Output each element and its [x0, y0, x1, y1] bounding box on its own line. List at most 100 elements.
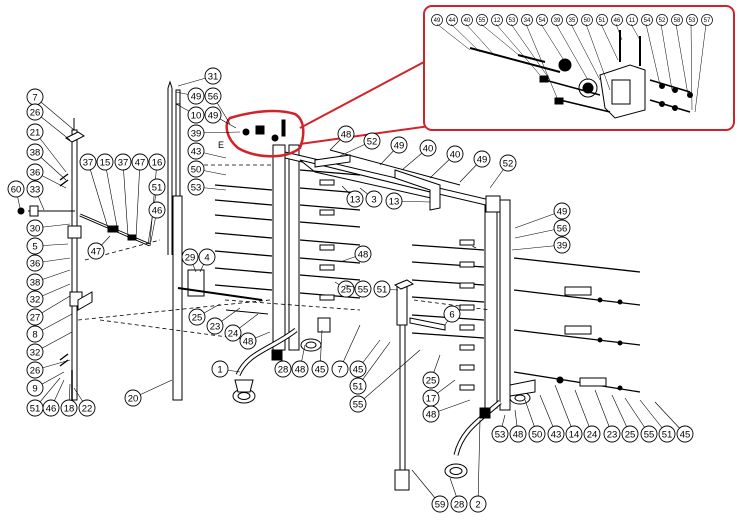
callout-circle: [187, 124, 205, 142]
callout-circle: [354, 245, 372, 263]
callout-circle: [96, 153, 114, 171]
callout-c-43a: 43: [187, 142, 227, 160]
callout-circle: [211, 360, 229, 378]
callout-circle: [148, 201, 166, 219]
callout-circle: [78, 399, 96, 417]
callout-c-39b: 39: [511, 236, 571, 254]
callout-c-48b: 48: [291, 344, 309, 378]
callout-number: 55: [358, 284, 369, 295]
callout-circle: [26, 343, 44, 361]
callout-number: 32: [30, 294, 41, 305]
callout-c-47a: 47: [131, 153, 149, 239]
inset-callout-circle: [461, 14, 473, 26]
highlight-leader-bottom: [299, 125, 431, 145]
callout-circle: [450, 495, 468, 513]
callout-number: 22: [82, 403, 93, 414]
callout-number: 47: [135, 157, 146, 168]
callout-circle: [311, 360, 329, 378]
inset-callout-number: 46: [614, 18, 621, 24]
callout-c-51e: 51: [639, 399, 676, 443]
callout-c-49d: 49: [459, 150, 491, 183]
callout-circle: [390, 136, 408, 154]
inset-callout-number: 34: [524, 18, 531, 24]
callout-c-38a: 38: [26, 143, 67, 181]
callout-c-17: 17: [422, 379, 456, 407]
callout-number: 4: [204, 252, 209, 263]
callout-number: 28: [278, 364, 289, 375]
leader-line: [87, 161, 109, 229]
callout-circle: [422, 405, 440, 423]
callout-c-36a: 36: [26, 163, 67, 189]
callout-c-37a: 37: [79, 153, 109, 229]
callout-circle: [224, 324, 242, 342]
inset-callout-number: 40: [464, 18, 471, 24]
callout-number: 55: [353, 399, 364, 410]
callout-c-8: 8: [26, 313, 73, 343]
callout-number: 59: [435, 499, 446, 510]
callout-circle: [422, 371, 440, 389]
callout-c-45c: 45: [654, 401, 694, 443]
callout-circle: [26, 379, 44, 397]
callout-c-6: 6: [443, 305, 461, 326]
callout-number: 29: [185, 252, 196, 263]
callout-circle: [26, 219, 44, 237]
callout-c-53b: 53: [491, 414, 509, 443]
callout-circle: [114, 153, 132, 171]
callout-circle: [640, 425, 658, 443]
callout-number: 43: [551, 429, 562, 440]
callout-c-22: 22: [73, 387, 96, 417]
callout-c-23a: 23: [206, 307, 241, 335]
callout-c-56b: 56: [514, 219, 571, 239]
callout-c-55a: 55: [344, 280, 372, 298]
callout-circle: [331, 360, 349, 378]
callout-c-49a: 49: [175, 87, 205, 105]
letter-e-label: E: [218, 140, 224, 150]
callout-number: 37: [118, 157, 129, 168]
highlight-leader-left: [299, 61, 425, 129]
callout-c-16: 16: [148, 153, 166, 243]
callout-c-13a: 13: [341, 185, 364, 208]
callout-number: 36: [30, 258, 41, 269]
callout-c-39a: 39: [187, 124, 241, 142]
callout-number: 3: [371, 194, 376, 205]
callout-c-29: 29: [181, 248, 199, 273]
callout-c-49b: 49: [204, 106, 237, 129]
frame-structure: [17, 80, 641, 491]
callout-c-18: 18: [60, 383, 78, 417]
callout-circle: [385, 192, 403, 210]
callout-circle: [365, 190, 383, 208]
inset-callout-circle: [656, 14, 668, 26]
callout-number: 55: [644, 429, 655, 440]
callout-number: 17: [426, 393, 437, 404]
callout-circle: [239, 332, 257, 350]
callout-circle: [7, 180, 25, 198]
callout-circle: [446, 145, 464, 163]
callout-circle: [291, 360, 309, 378]
callout-circle: [431, 495, 449, 513]
inset-callout-circle: [611, 14, 623, 26]
callout-circle: [363, 132, 381, 150]
callout-circle: [26, 273, 44, 291]
callout-number: 16: [152, 157, 163, 168]
callout-c-46b: 46: [148, 201, 166, 247]
callout-circle: [349, 377, 367, 395]
callout-circle: [187, 160, 205, 178]
callout-number: 25: [625, 429, 636, 440]
callout-c-20: 20: [124, 379, 173, 407]
callout-number: 38: [30, 277, 41, 288]
callout-circle: [658, 425, 676, 443]
callout-number: 5: [32, 241, 37, 252]
callout-c-53a: 53: [187, 178, 227, 196]
callout-c-7b: 7: [331, 324, 361, 378]
callout-circle: [198, 248, 216, 266]
callout-circle: [621, 425, 639, 443]
callout-c-47b: 47: [87, 235, 111, 260]
callout-number: 52: [503, 158, 514, 169]
leader-line: [477, 419, 481, 505]
callout-c-55c: 55: [624, 397, 658, 443]
callout-c-9: 9: [26, 371, 65, 397]
callout-circle: [187, 178, 205, 196]
callout-c-32a: 32: [26, 283, 71, 308]
callout-circle: [148, 153, 166, 171]
